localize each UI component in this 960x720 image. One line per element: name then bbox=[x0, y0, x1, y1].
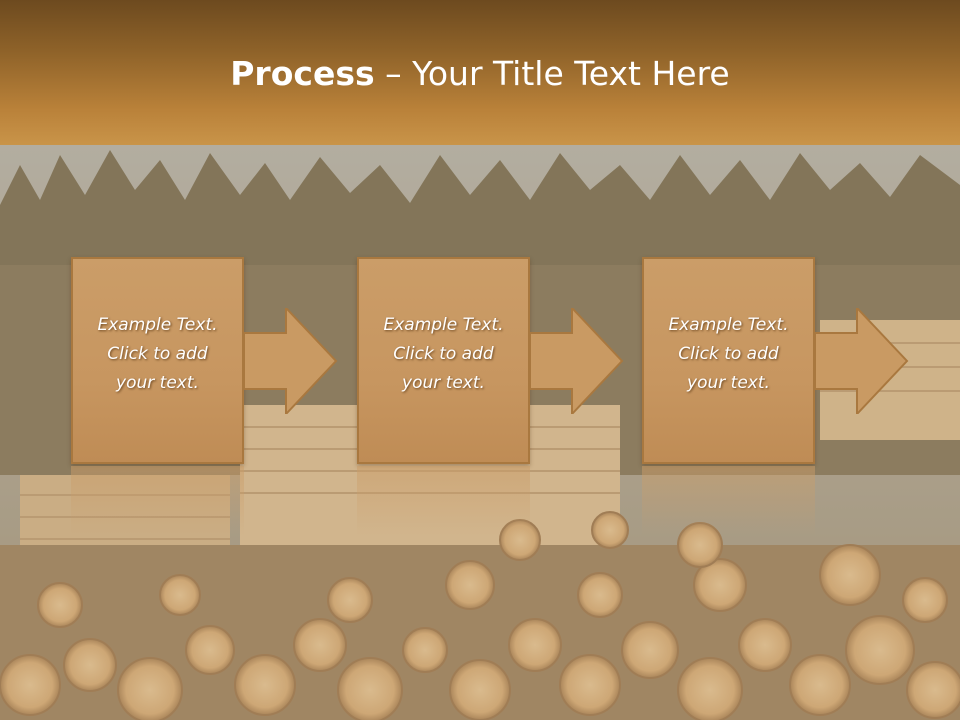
process-step-2[interactable]: Example Text. Click to add your text. bbox=[357, 257, 530, 464]
process-arrow-1 bbox=[244, 308, 338, 414]
process-step-1-reflection bbox=[71, 466, 244, 536]
process-step-1-text: Example Text. Click to add your text. bbox=[97, 315, 218, 393]
process-step-2-text: Example Text. Click to add your text. bbox=[383, 315, 504, 393]
process-step-1[interactable]: Example Text. Click to add your text. bbox=[71, 257, 244, 464]
process-arrow-3 bbox=[815, 308, 909, 414]
title-bold-part: Process bbox=[230, 54, 375, 93]
process-arrow-2 bbox=[530, 308, 624, 414]
slide-title[interactable]: Process – Your Title Text Here bbox=[0, 52, 960, 96]
process-step-3-text: Example Text. Click to add your text. bbox=[668, 315, 789, 393]
title-banner: Process – Your Title Text Here bbox=[0, 0, 960, 145]
process-step-3-reflection bbox=[642, 466, 815, 536]
title-rest-part: – Your Title Text Here bbox=[374, 54, 730, 93]
process-step-3[interactable]: Example Text. Click to add your text. bbox=[642, 257, 815, 464]
process-step-2-reflection bbox=[357, 466, 530, 536]
